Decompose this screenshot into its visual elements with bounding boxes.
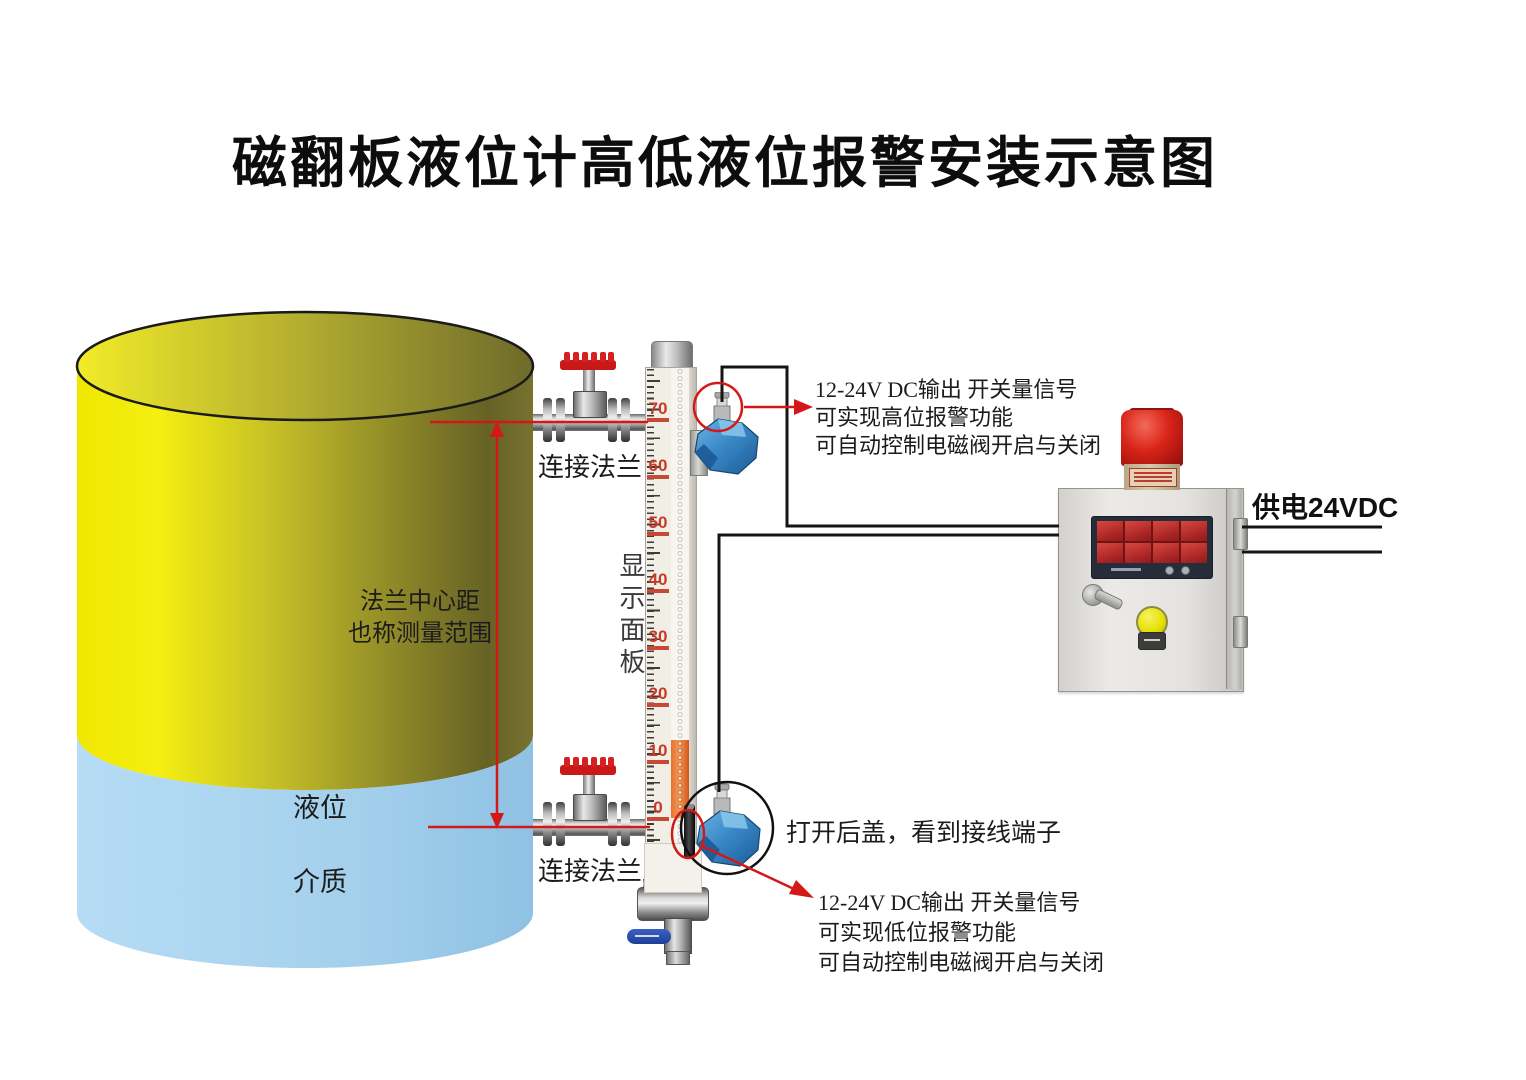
rear-cover-annotation: 打开后盖，看到接线端子 [786,820,1062,847]
gauge-scale-mark [647,532,669,536]
gauge-scale-mark [647,589,669,593]
display-panel-label: 显示面板 [616,552,645,680]
display-button [1181,565,1190,575]
medium-label: 介质 [293,867,347,897]
drain-outlet [666,951,690,965]
high-alarm-arrowhead [794,399,813,415]
power-supply-label: 供电24VDC [1252,492,1399,523]
gauge-scale-mark [647,817,669,821]
display-button-strip [1097,563,1207,576]
gauge-major-ticks [647,369,660,853]
gauge-scale-mark [647,760,669,764]
tank-body [77,366,533,790]
liquid-level-label: 液位 [293,793,347,823]
tank-top-ellipse [75,310,535,422]
top-flange-disc [543,398,552,442]
diagram-title: 磁翻板液位计高低液位报警安装示意图 [231,132,1218,194]
tank-graphic [75,310,535,968]
gauge-scale-number: 20 [648,684,668,703]
mute-button-base [1138,632,1166,650]
gauge-scale-number: 40 [648,570,668,589]
hinge [1233,518,1248,550]
gauge-flap-strip [671,368,689,854]
display-segments [1097,521,1207,563]
gauge-scale-number: 10 [648,741,668,760]
low-level-sensor [696,783,761,867]
high-level-sensor [694,392,759,475]
gauge-scale-number: 60 [648,456,668,475]
bottom-flange-disc [621,802,630,846]
digital-display [1091,516,1213,579]
wire-low-sensor [717,533,1059,792]
bottom-flange-disc [608,802,617,846]
gauge-scale-mark [647,646,669,650]
alarm-beacon [1121,410,1183,466]
bottom-valve-body [573,794,607,821]
gauge-shadow [689,368,696,854]
top-valve-body [573,391,607,418]
alarm-beacon-label [1129,468,1177,487]
low-alarm-annotation: 12-24V DC输出 开关量信号 可实现低位报警功能 可自动控制电磁阀开启与关… [818,890,1105,975]
top-flange-disc [556,398,565,442]
low-alarm-arrowhead [789,880,814,898]
drain-valve-handle [627,929,671,944]
gauge-scale-number: 70 [648,399,668,418]
gauge-scale-mark [647,418,669,422]
bottom-flange-disc [543,802,552,846]
top-flange-disc [608,398,617,442]
gauge-top-cap [651,341,693,370]
hinge [1233,616,1248,648]
top-flange-label: 连接法兰 [538,453,643,482]
gauge-scale-number: 50 [648,513,668,532]
top-valve-handwheel-icon [560,352,616,370]
bottom-valve-handwheel-icon [560,757,616,775]
bottom-valve-stem [583,774,595,796]
display-button [1165,565,1174,575]
measure-range-label: 法兰中心距 也称测量范围 [348,589,492,647]
gauge-scale-mark [647,703,669,707]
tank-liquid [77,735,533,968]
gauge-scale-number: 30 [648,627,668,646]
high-alarm-annotation: 12-24V DC输出 开关量信号 可实现高位报警功能 可自动控制电磁阀开启与关… [815,377,1102,458]
bottom-flange-disc [556,802,565,846]
gauge-scale-mark [647,475,669,479]
top-valve-stem [583,369,595,391]
gauge-scale-number: 0 [653,798,663,817]
top-flange-disc [621,398,630,442]
bottom-flange-label: 连接法兰 [538,857,643,886]
